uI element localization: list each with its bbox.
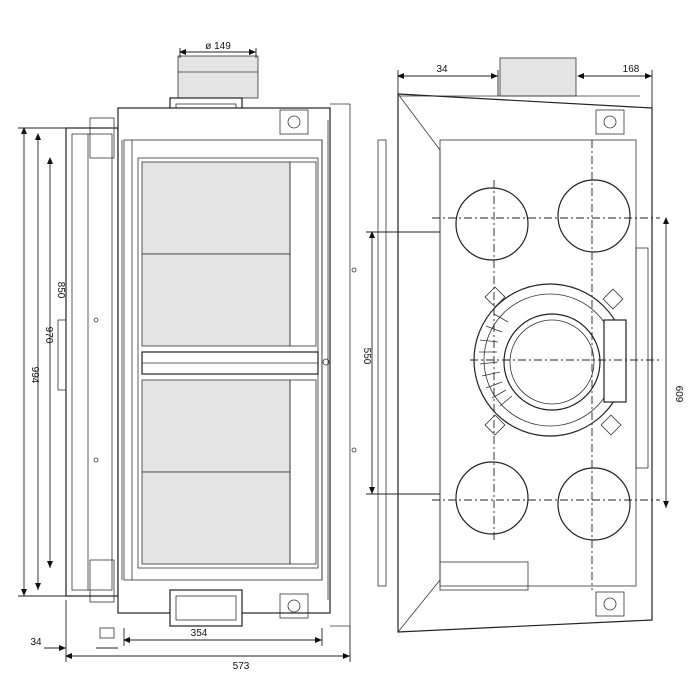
- dim-offset-left-top: 34: [436, 64, 448, 75]
- door-handle: [57, 319, 67, 391]
- rear-view: [377, 57, 660, 633]
- front-view: [57, 55, 357, 639]
- dim-offset-left-bottom: 34: [30, 637, 42, 648]
- door-frame: [65, 127, 119, 597]
- air-inlet-top-left: [455, 187, 529, 261]
- dim-flue-diameter: ø 149: [205, 41, 231, 52]
- dim-height-609: 609: [673, 386, 684, 403]
- dim-center-550: 550: [361, 348, 372, 365]
- air-inlet-bottom-right: [557, 467, 631, 541]
- rear-top-collar: [499, 57, 577, 97]
- dim-height-850: 850: [55, 282, 66, 299]
- air-inlet-bottom-left: [455, 461, 529, 535]
- air-inlet-top-right: [557, 179, 631, 253]
- dim-width-573: 573: [233, 661, 250, 672]
- dim-offset-right-top: 168: [623, 64, 640, 75]
- dim-height-994: 994: [29, 367, 40, 384]
- flue-fins: [479, 313, 513, 407]
- bottom-flue-opening: [169, 589, 243, 627]
- dim-width-354: 354: [191, 628, 208, 639]
- top-flue-collar: [177, 55, 259, 99]
- dimension-lines: [18, 48, 669, 662]
- dim-height-970: 970: [43, 327, 54, 344]
